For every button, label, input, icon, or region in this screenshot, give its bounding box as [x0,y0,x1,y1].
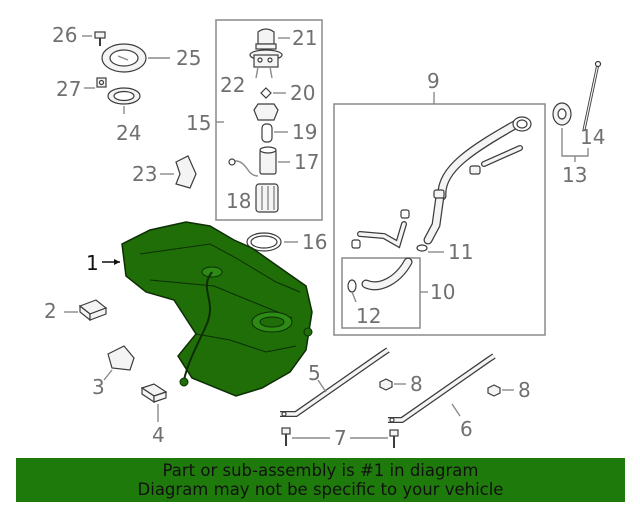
part-21-fuel-pump-cap [255,28,277,50]
callout-17: 17 [294,150,319,174]
callout-5: 5 [308,361,321,385]
part-3-bracket [107,345,135,371]
part-19-filter [261,123,273,143]
part-pump-body [253,103,279,121]
callout-20: 20 [290,81,315,105]
part-27-nut [96,77,107,88]
callout-18: 18 [226,189,251,213]
callout-16: 16 [302,230,327,254]
callout-22: 22 [220,73,245,97]
part-10-filler-hose [361,257,413,291]
callout-7: 7 [334,426,347,450]
hose-sub-box [341,257,421,329]
callout-14: 14 [580,125,605,149]
callout-3: 3 [92,375,105,399]
callout-19: 19 [292,120,317,144]
callout-2: 2 [44,299,57,323]
callout-11: 11 [448,240,473,264]
callout-10: 10 [430,280,455,304]
part-7-bolt [281,427,399,448]
filler-neck-box [333,103,546,336]
part-6-tank-strap [388,353,496,423]
part-8-nut [379,378,501,397]
callout-9: 9 [427,69,440,93]
part-12-hose-clamp [347,279,357,293]
part-17-fuel-pump [259,146,277,175]
callout-13: 13 [562,163,587,187]
part-1-fuel-tank[interactable] [121,221,313,397]
callout-24: 24 [116,121,141,145]
part-16-gasket [246,232,282,252]
callout-1[interactable]: 1 [86,251,99,275]
part-18-strainer [255,183,279,213]
part-2-pad [78,299,108,322]
part-13-fuel-door-housing [552,102,572,126]
part-5-tank-strap [280,347,390,417]
part-25-cover-plate [101,43,147,73]
callout-23: 23 [132,162,157,186]
callout-12: 12 [356,304,381,328]
part-14-release-rod [582,60,602,131]
callout-6: 6 [460,417,473,441]
callout-15: 15 [186,111,211,135]
part-22-fuel-pump-flange [249,49,283,79]
callout-27: 27 [56,77,81,101]
part-26-bolt [94,31,106,46]
part-23-bracket [175,155,197,189]
info-banner: Part or sub-assembly is #1 in diagram Di… [16,458,625,502]
banner-line-2: Diagram may not be specific to your vehi… [137,480,504,499]
part-11-clamp [416,244,428,252]
part-sender-wire [228,158,259,177]
part-9-filler-pipe [423,116,532,245]
part-4-pad [140,383,168,404]
banner-line-1: Part or sub-assembly is #1 in diagram [162,461,479,480]
callout-8a: 8 [410,372,423,396]
callout-25: 25 [176,46,201,70]
part-24-lock-ring [107,87,141,105]
part-20-o-ring [260,87,272,99]
callout-21: 21 [292,26,317,50]
callout-26: 26 [52,23,77,47]
callout-4: 4 [152,423,165,447]
callout-8b: 8 [518,378,531,402]
fuel-pump-module-box [215,19,323,221]
part-breather-hose [351,209,410,249]
